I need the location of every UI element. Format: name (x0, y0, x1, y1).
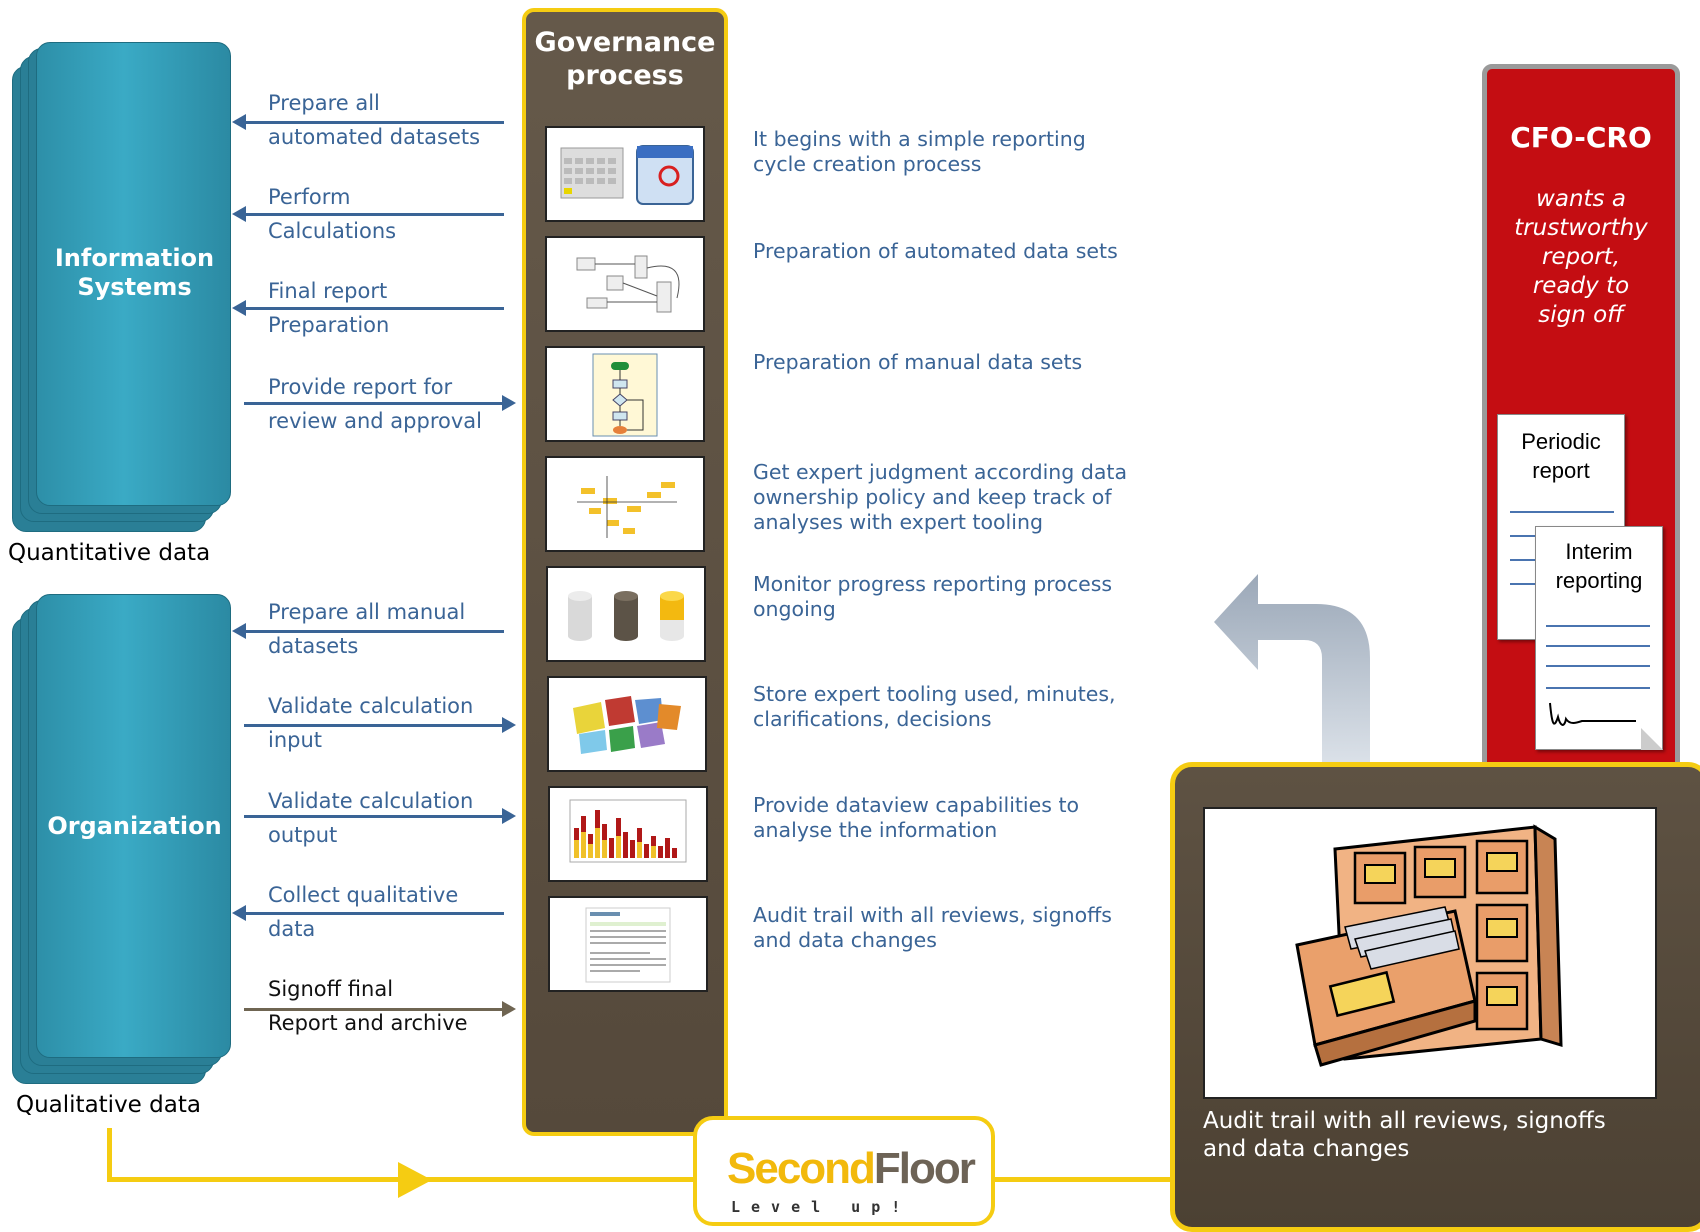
arrow-right (244, 808, 516, 824)
filing-cabinet-image (1203, 807, 1657, 1099)
arrow-left (232, 114, 504, 130)
step-3-text: Preparation of manual data sets (753, 350, 1083, 374)
arrow-left (232, 905, 504, 921)
stack-front (36, 594, 231, 1058)
archive-panel: Audit trail with all reviews, signoffs a… (1170, 762, 1700, 1232)
arrow-left (232, 206, 504, 222)
thumb-flowchart (545, 346, 705, 442)
secondfloor-logo: SecondFloor Level up! (693, 1116, 995, 1226)
thumb-database-icons (546, 566, 706, 662)
signature-icon (1549, 702, 1636, 726)
connector-arrowhead (398, 1162, 432, 1198)
organization-block: Organization (12, 594, 231, 1084)
connector-vertical (107, 1128, 112, 1182)
governance-title: Governance process (534, 27, 716, 91)
archive-caption: Audit trail with all reviews, signoffs a… (1203, 1108, 1606, 1162)
quantitative-data-caption: Quantitative data (8, 540, 211, 566)
organization-title: Organization (47, 812, 222, 840)
cfo-cro-title: CFO-CRO (1510, 121, 1652, 154)
arrow-right (244, 395, 516, 411)
arrow-left (232, 623, 504, 639)
connector-horizontal-right (995, 1177, 1175, 1182)
thumb-calendar (545, 126, 705, 222)
arrow-left (232, 300, 504, 316)
thumb-folders (547, 676, 707, 772)
stack-front (36, 42, 231, 506)
thumb-flow-diagram (545, 236, 705, 332)
filing-cabinet-icon (1295, 824, 1563, 1067)
information-systems-title: Information Systems (54, 244, 215, 301)
bent-arrow-icon (1214, 574, 1370, 770)
thumb-bar-chart (548, 786, 708, 882)
arrow-right (244, 717, 516, 733)
thumb-process-map (545, 456, 705, 552)
step-6-text: Store expert tooling used, minutes,clari… (753, 682, 1116, 731)
cfo-cro-subtitle: wants a trustworthy report, ready to sig… (1514, 186, 1648, 328)
thumb-audit-table (548, 896, 708, 992)
step-2-text: Preparation of automated data sets (753, 239, 1118, 263)
arrow-right (244, 1001, 516, 1017)
qualitative-data-caption: Qualitative data (16, 1092, 201, 1118)
information-systems-block: Information Systems (12, 42, 231, 532)
